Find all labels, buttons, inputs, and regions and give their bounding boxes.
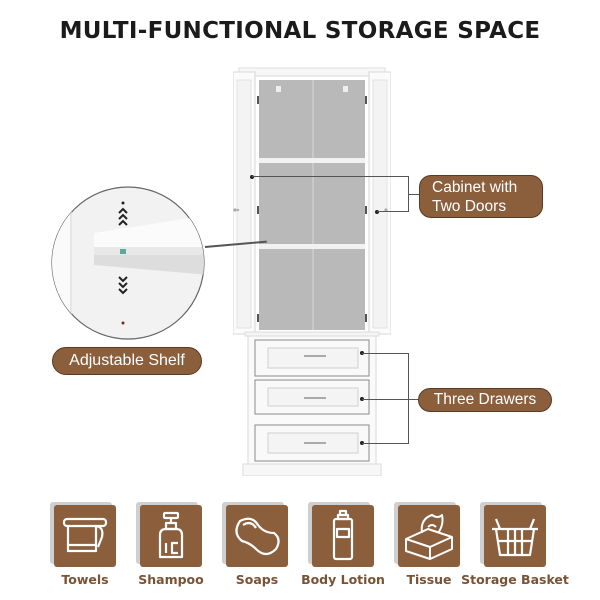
pointer-dot xyxy=(375,210,379,214)
drawer-pointer-line-1 xyxy=(362,353,408,354)
feature-tile-soaps xyxy=(226,505,288,567)
feature-label-body-lotion: Body Lotion xyxy=(301,572,385,587)
feature-label-shampoo: Shampoo xyxy=(138,572,204,587)
drawer-pointer-line-2 xyxy=(362,399,420,400)
shampoo-bottle-icon xyxy=(158,511,184,559)
shelf-detail-image xyxy=(51,186,205,340)
cabinet-pointer-line-top xyxy=(252,176,408,177)
towel-icon xyxy=(62,517,108,553)
cabinet-illustration xyxy=(232,66,392,477)
drawer-bracket-line xyxy=(408,353,409,444)
feature-tile-tissue xyxy=(398,505,460,567)
drawer-pointer-line-3 xyxy=(362,443,408,444)
tissue-box-icon xyxy=(405,514,453,560)
shelf-detail-magnifier xyxy=(50,185,206,341)
feature-tile-shampoo xyxy=(140,505,202,567)
cabinet-drawing xyxy=(232,67,392,477)
three-drawers-label: Three Drawers xyxy=(433,391,537,408)
adjustable-shelf-label: Adjustable Shelf xyxy=(69,352,185,369)
basket-icon xyxy=(492,518,538,557)
cabinet-pointer-line-bottom xyxy=(377,211,408,212)
page-title: MULTI-FUNCTIONAL STORAGE SPACE xyxy=(59,18,541,44)
pointer-dot xyxy=(250,175,254,179)
three-drawers-callout: Three Drawers xyxy=(418,388,552,412)
feature-tile-body-lotion xyxy=(312,505,374,567)
adjustable-shelf-callout: Adjustable Shelf xyxy=(52,347,202,375)
cabinet-label-line2: Two Doors xyxy=(432,198,507,215)
lotion-bottle-icon xyxy=(332,509,354,561)
soap-icon xyxy=(235,517,280,556)
feature-label-tissue: Tissue xyxy=(406,572,452,587)
cabinet-two-doors-callout: Cabinet with Two Doors xyxy=(419,175,543,218)
feature-tile-towels xyxy=(54,505,116,567)
feature-tile-storage-basket xyxy=(484,505,546,567)
feature-label-towels: Towels xyxy=(61,572,109,587)
feature-label-soaps: Soaps xyxy=(235,572,279,587)
cabinet-label-line1: Cabinet with xyxy=(432,179,518,196)
cabinet-callout-connector xyxy=(408,194,420,195)
feature-label-storage-basket: Storage Basket xyxy=(461,572,569,587)
